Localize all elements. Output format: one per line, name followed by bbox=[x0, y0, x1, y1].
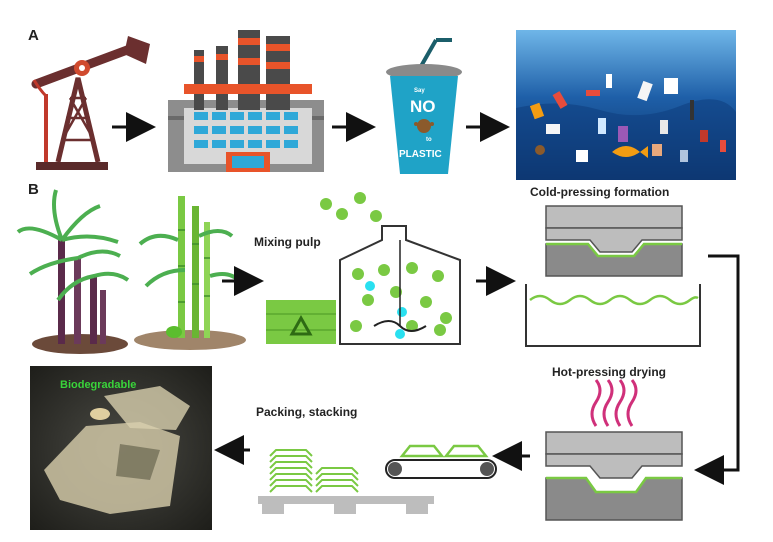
sugarcane-icon bbox=[16, 189, 130, 354]
pulp-dots bbox=[320, 192, 382, 222]
cup-text-no: NO bbox=[410, 97, 436, 116]
recycle-icon bbox=[266, 300, 336, 344]
pulp-tank bbox=[525, 284, 701, 347]
ocean-pollution-icon bbox=[516, 30, 736, 180]
mixing-vessel bbox=[339, 225, 461, 345]
step-cold-label: Cold-pressing formation bbox=[530, 185, 669, 199]
cup-text-say: Say bbox=[414, 88, 425, 94]
pallet bbox=[258, 496, 434, 514]
step-hot-label: Hot-pressing drying bbox=[552, 365, 666, 379]
cold-press-mold bbox=[545, 205, 683, 277]
biodegradable-photo bbox=[30, 366, 212, 530]
panel-label-a: A bbox=[28, 27, 39, 44]
panel-label-b: B bbox=[28, 181, 39, 198]
conveyor-belt bbox=[385, 444, 497, 479]
step-mixing-label: Mixing pulp bbox=[254, 235, 321, 249]
factory-icon bbox=[168, 30, 324, 172]
arrow-b3 bbox=[694, 254, 740, 485]
hot-press-mold bbox=[545, 431, 683, 521]
cup-text-plastic: PLASTIC bbox=[399, 149, 442, 160]
bamboo-icon bbox=[134, 196, 246, 350]
steam-icon bbox=[590, 379, 638, 427]
step-packing-label: Packing, stacking bbox=[256, 405, 357, 419]
biodegradable-label: Biodegradable bbox=[60, 379, 136, 391]
plastic-cup-icon bbox=[386, 38, 462, 174]
stacked-products bbox=[269, 449, 359, 493]
cup-text-to: to bbox=[426, 137, 432, 143]
oil-pumpjack-icon bbox=[31, 36, 150, 170]
